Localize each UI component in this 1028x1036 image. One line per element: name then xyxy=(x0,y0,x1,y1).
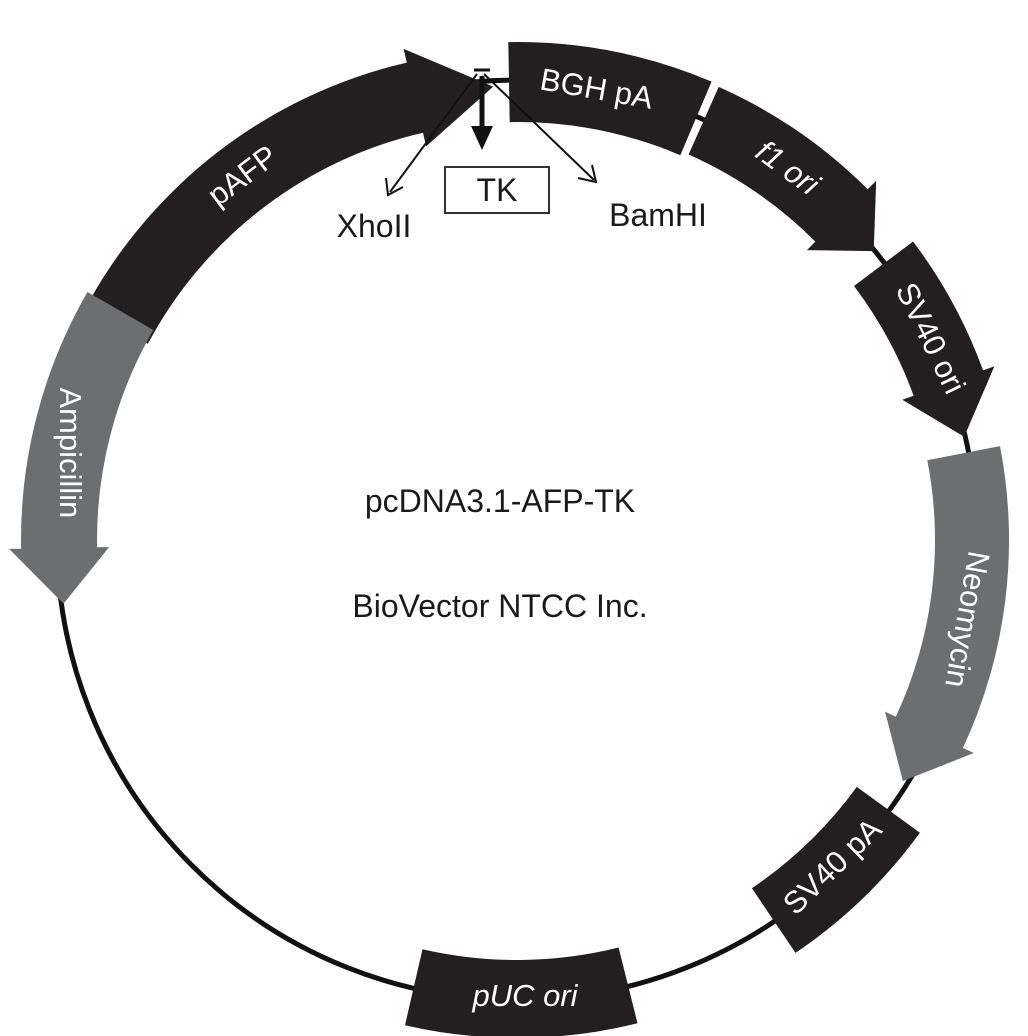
tk-box xyxy=(444,166,550,214)
feature-bgh-pa xyxy=(508,42,712,156)
feature-puc-ori xyxy=(405,947,638,1036)
plasmid-subtitle: BioVector NTCC Inc. xyxy=(352,588,647,624)
xhoii-label: XhoII xyxy=(337,208,412,244)
plasmid-title: pcDNA3.1-AFP-TK xyxy=(365,483,635,519)
bamhi-pointer-head xyxy=(577,164,598,184)
xhoii-pointer xyxy=(389,73,478,193)
feature-neomycin xyxy=(885,446,1010,782)
feature-ampicillin xyxy=(9,292,154,604)
xhoii-pointer-head xyxy=(385,177,404,197)
feature-f1-ori xyxy=(688,86,877,252)
feature-pafp xyxy=(84,48,494,344)
feature-sv40-ori xyxy=(854,241,995,437)
label-ampicillin: Ampicillin xyxy=(53,387,88,518)
bamhi-label: BamHI xyxy=(609,197,707,233)
feature-sv40-pa xyxy=(751,786,920,953)
label-puc-ori: pUC ori xyxy=(471,978,578,1013)
bamhi-pointer xyxy=(483,73,595,181)
tk-label: TK xyxy=(477,172,518,208)
tk-pointer-head xyxy=(471,126,493,150)
